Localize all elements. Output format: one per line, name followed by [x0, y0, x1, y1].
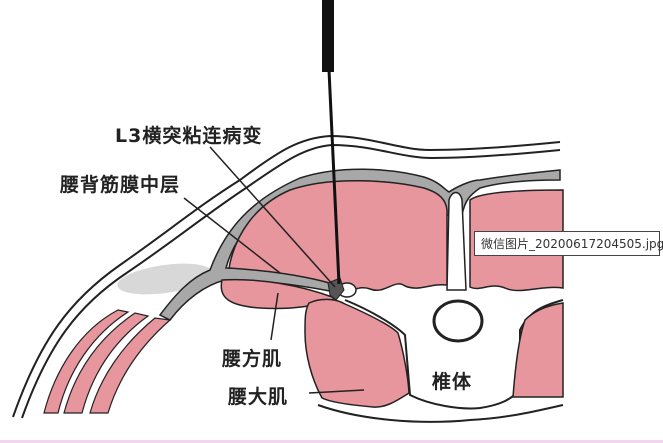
leader-line-psoas: [308, 389, 365, 394]
spinous-process: [446, 191, 467, 291]
filename-tooltip: 微信图片_20200617204505.jpg: [474, 231, 663, 256]
label-psoas-major: 腰大肌: [228, 386, 289, 408]
label-l3-adhesion: L3横突粘连病变: [115, 125, 263, 147]
leader-line-fascia: [183, 197, 281, 274]
needle-handle: [322, 0, 334, 72]
label-thoracolumbar-fascia: 腰背筋膜中层: [60, 174, 181, 196]
vertebral-canal: [432, 299, 484, 343]
abdominal-muscle-stripe-3: [89, 317, 172, 414]
leader-line-quadratus: [270, 292, 279, 341]
needle-shaft: [327, 69, 341, 285]
right-lower-muscle: [512, 302, 564, 398]
psoas-major-muscle: [304, 298, 410, 408]
label-quadratus-lumborum: 腰方肌: [222, 348, 283, 370]
vertebra-lower-line: [317, 404, 564, 423]
frame-bottom-edge: [0, 440, 663, 443]
abdominal-muscle-stripe-1: [43, 309, 130, 414]
abdominal-muscle-stripe-2: [63, 312, 150, 414]
skin-outer-line: [12, 134, 561, 418]
leader-line-l3: [209, 146, 336, 288]
skin-inner-line: [21, 143, 561, 419]
label-vertebral-body: 椎体: [432, 371, 473, 393]
